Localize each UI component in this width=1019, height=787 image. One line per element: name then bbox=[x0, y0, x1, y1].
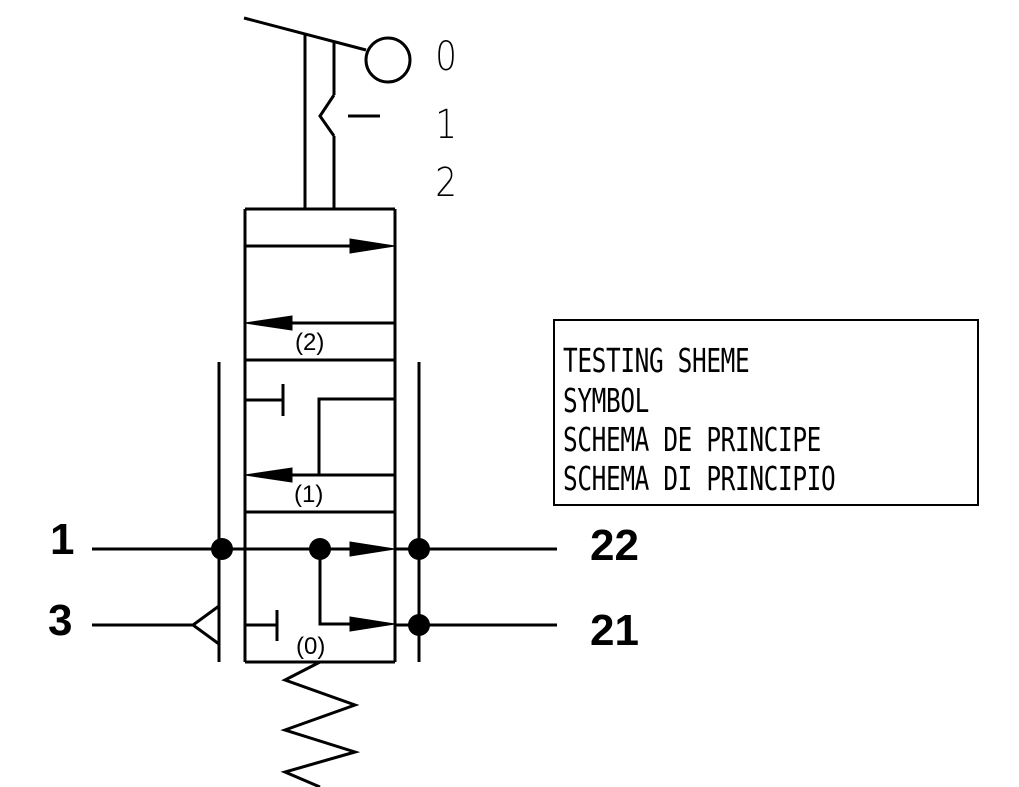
port-lines bbox=[92, 538, 557, 646]
port-label-22: 22 bbox=[590, 521, 639, 570]
position-0-flows bbox=[245, 538, 396, 641]
position-label-1: 1 bbox=[435, 101, 457, 147]
lever-actuator bbox=[243, 16, 412, 209]
position-2-flows bbox=[244, 238, 396, 331]
sub-position-label-2: (2) bbox=[295, 329, 324, 356]
port-label-21: 21 bbox=[590, 606, 639, 655]
sub-position-label-0: (0) bbox=[296, 633, 325, 660]
position-1-flows bbox=[244, 384, 395, 483]
sub-position-label-1: (1) bbox=[294, 481, 323, 508]
port-rails bbox=[217, 362, 421, 662]
legend-line-4: SCHEMA DI PRINCIPIO bbox=[563, 459, 836, 498]
legend-box: TESTING SHEME SYMBOL SCHEMA DE PRINCIPE … bbox=[553, 319, 979, 506]
valve-body bbox=[243, 207, 397, 664]
legend-line-3: SCHEMA DE PRINCIPE bbox=[563, 420, 821, 459]
legend-line-2: SYMBOL bbox=[563, 381, 650, 420]
legend-line-1: TESTING SHEME bbox=[563, 341, 750, 380]
port-label-3: 3 bbox=[48, 596, 72, 645]
return-spring bbox=[280, 660, 361, 787]
port-label-1: 1 bbox=[50, 515, 74, 564]
position-label-0: 0 bbox=[435, 33, 457, 79]
position-label-2: 2 bbox=[435, 159, 457, 205]
